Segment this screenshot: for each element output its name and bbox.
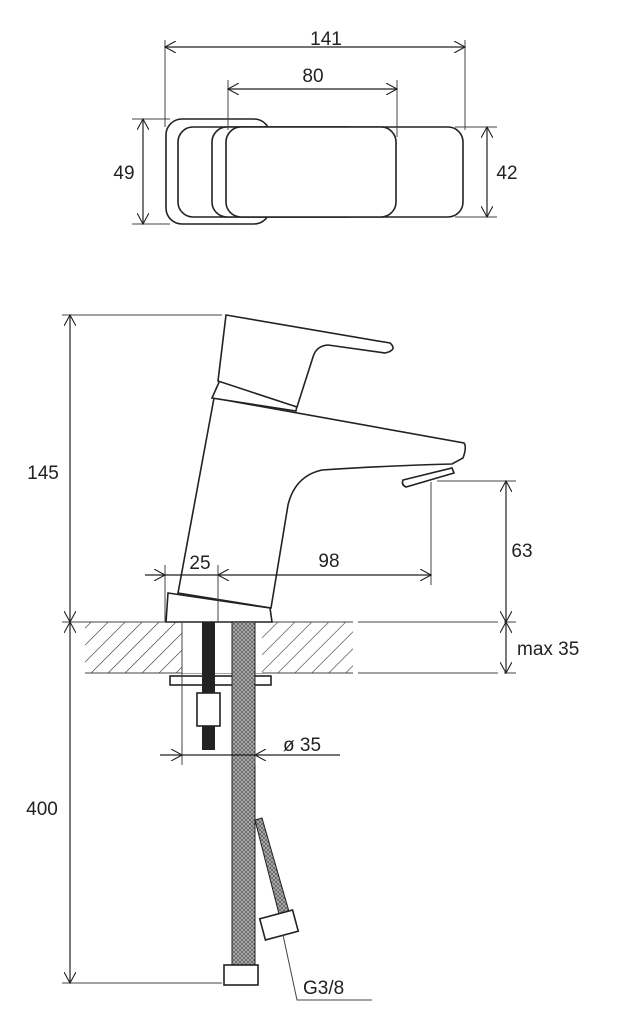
aerator [401,467,456,488]
dim-label-max-35: max 35 [517,639,579,660]
lever-handle [217,314,394,409]
dim-label-diameter-35: ø 35 [283,735,321,756]
leader-line-g38 [282,934,372,1001]
dim-label-25: 25 [189,553,210,574]
faucet-body [177,397,467,609]
top-view: 141 80 49 42 [113,29,518,224]
side-view: 145 400 25 98 63 max 35 ø 35 G3/8 [26,314,579,1001]
dim-label-80: 80 [302,66,323,87]
dim-label-145: 145 [27,463,59,484]
dim-label-141: 141 [310,29,342,50]
hose-nut-2 [258,908,300,942]
washer-plate [169,675,272,686]
handle-outline [225,126,397,218]
hose-nut [223,964,259,986]
dim-label-400: 400 [26,799,58,820]
dim-label-49: 49 [113,163,134,184]
supply-hose-2 [254,817,291,919]
dim-label-42: 42 [496,163,517,184]
faucet-base [165,592,273,623]
dim-label-63: 63 [511,541,532,562]
label-g38: G3/8 [303,978,344,999]
threaded-rod [202,622,215,750]
supply-hose [231,621,256,968]
mounting-nut [196,692,221,727]
dim-label-98: 98 [318,551,339,572]
